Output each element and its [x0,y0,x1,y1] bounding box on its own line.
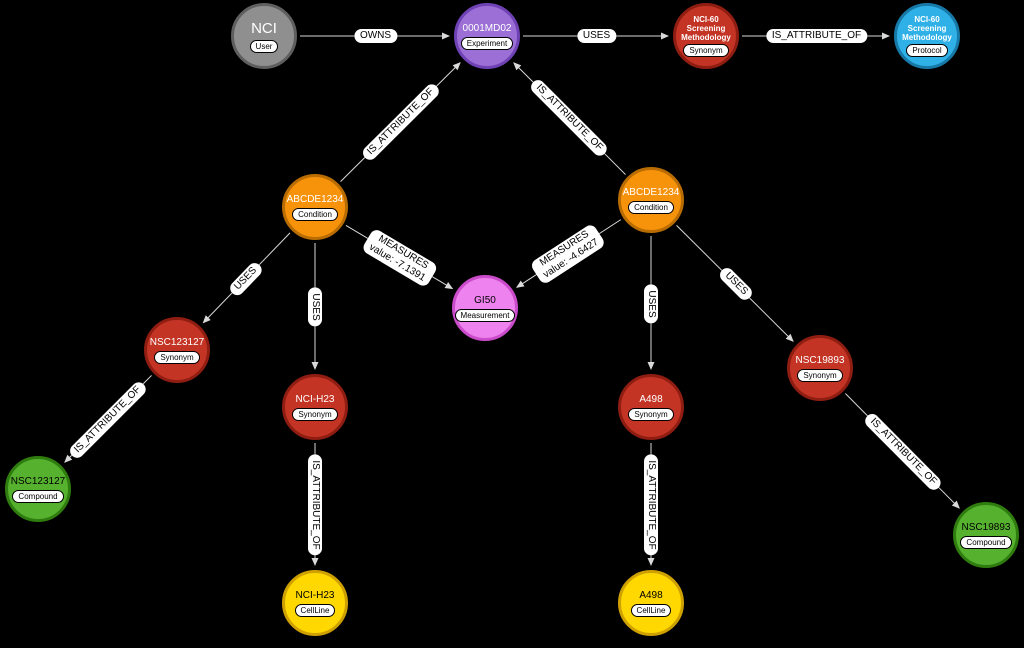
node-type-badge: CellLine [630,603,672,617]
node-type-badge: Compound [960,535,1012,549]
node-type-badge: Synonym [292,407,338,421]
node-type-badge: Synonym [154,350,200,364]
edge-label-synonym_a498-cellline_a498[interactable]: IS_ATTRIBUTE_OF [644,454,658,556]
node-type-badge: CellLine [294,603,336,617]
node-type-badge: Protocol [906,44,948,58]
edge-label-synonym_nci60-protocol_nci60[interactable]: IS_ATTRIBUTE_OF [765,29,868,43]
node-type-badge: User [249,39,279,53]
node-name: NCI-H23 [295,393,335,405]
node-type-badge: Synonym [683,44,729,58]
node-type-badge: Experiment [460,36,514,50]
node-user_nci[interactable]: NCI User [231,3,297,69]
node-type-badge: Condition [628,200,674,214]
node-type-badge: Synonym [628,407,674,421]
edge-label-condition_right-synonym_a498[interactable]: USES [644,283,658,324]
node-type-badge: Compound [12,489,64,503]
edge-label-experiment_0001md02-synonym_nci60[interactable]: USES [576,29,617,43]
node-type-badge: Condition [292,207,338,221]
node-name: ABCDE1234 [622,186,680,198]
node-name: ABCDE1234 [286,193,344,205]
node-type-badge: Synonym [797,368,843,382]
node-type-badge: Measurement [454,308,516,322]
node-name: NSC123127 [149,336,205,348]
edge-label-synonym_ncih23-cellline_ncih23[interactable]: IS_ATTRIBUTE_OF [308,454,322,556]
node-name: NCI [251,19,277,37]
node-name: 0001MD02 [462,22,512,34]
edge-label-condition_left-synonym_ncih23[interactable]: USES [308,287,322,327]
node-name: NSC19893 [795,354,845,366]
node-name: NSC123127 [10,475,66,487]
node-name: A498 [639,393,663,405]
node-name: GI50 [474,294,496,306]
node-name: A498 [639,589,663,601]
node-name: NSC19893 [961,521,1011,533]
edge-label-user_nci-experiment_0001md02[interactable]: OWNS [353,29,398,43]
node-name: NCI-H23 [295,589,335,601]
